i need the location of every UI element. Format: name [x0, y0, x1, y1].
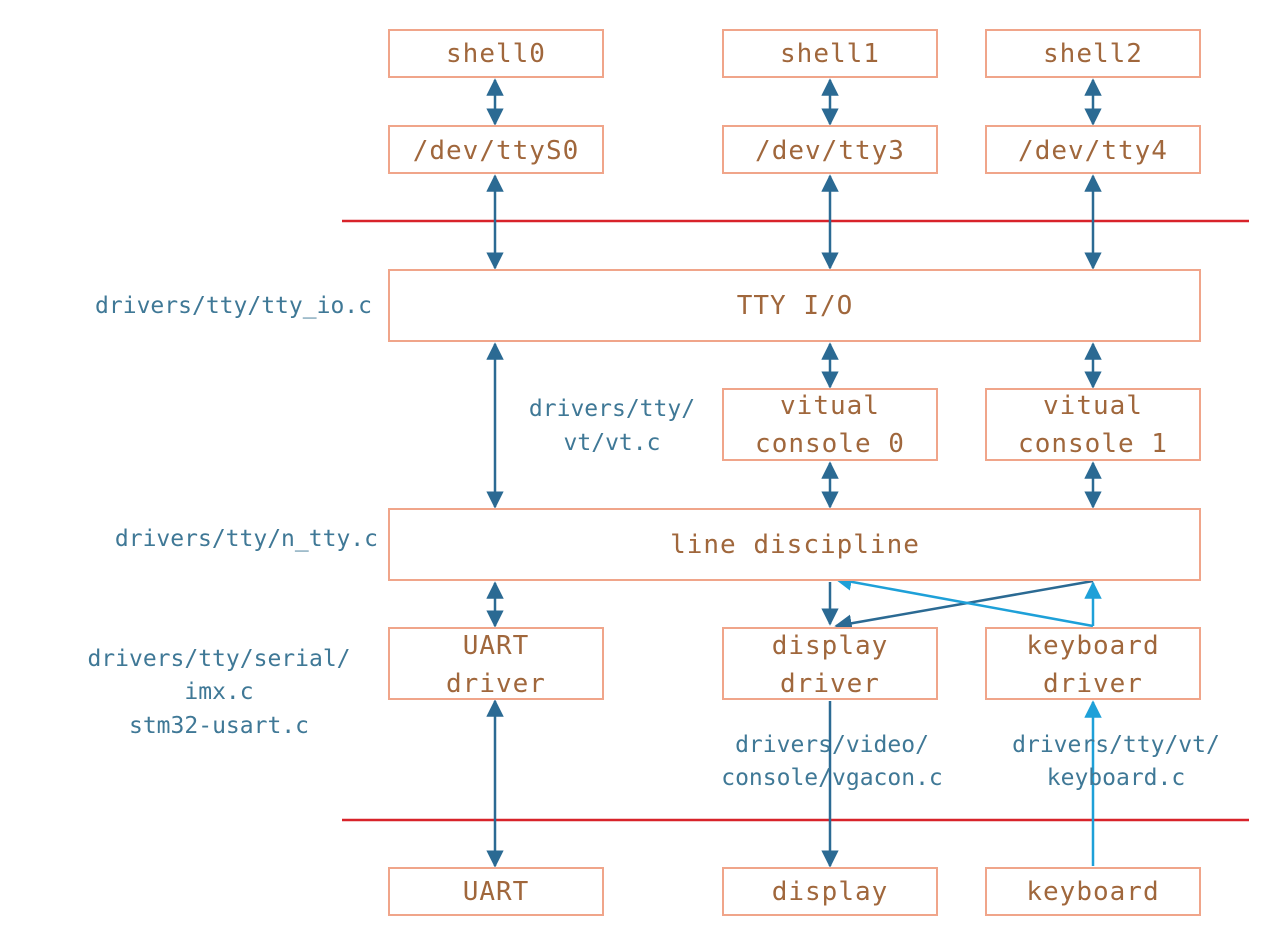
- shell1-box: shell1: [722, 29, 938, 78]
- uart-hardware-box: UART: [388, 867, 604, 916]
- display-hardware-box: display: [722, 867, 938, 916]
- dev-ttyS0-box: /dev/ttyS0: [388, 125, 604, 174]
- serial-label-line2: imx.c: [184, 679, 253, 705]
- keyboard-hardware-box: keyboard: [985, 867, 1201, 916]
- shell1-label: shell1: [780, 39, 880, 69]
- keyboard-c-label-line2: keyboard.c: [1047, 765, 1185, 791]
- tty-io-box: TTY I/O: [388, 269, 1201, 342]
- display-driver-label-line1: display: [772, 631, 889, 661]
- vc1-label-line1: vitual: [1043, 391, 1143, 421]
- arrow-keyboard-to-linedisc-cross: [834, 573, 1094, 628]
- line-discipline-box: line discipline: [388, 508, 1201, 581]
- keyboard-driver-label-line2: driver: [1043, 669, 1143, 699]
- keyboard-c-label-line1: drivers/tty/vt/: [1012, 732, 1220, 758]
- dev-tty4-label: /dev/tty4: [1018, 136, 1168, 166]
- display-hardware-label: display: [772, 877, 889, 907]
- virtual-console-1-box: vitual console 1: [985, 388, 1201, 461]
- uart-driver-label-line2: driver: [446, 669, 546, 699]
- shell0-box: shell0: [388, 29, 604, 78]
- uart-driver-box: UART driver: [388, 627, 604, 700]
- tty-io-label: TTY I/O: [737, 291, 854, 321]
- shell2-box: shell2: [985, 29, 1201, 78]
- serial-label-line3: stm32-usart.c: [129, 713, 309, 739]
- vt-c-label-line1: drivers/tty/: [529, 396, 695, 422]
- keyboard-hardware-label: keyboard: [1026, 877, 1159, 907]
- uart-hardware-label: UART: [463, 877, 530, 907]
- vt-c-label-line2: vt/vt.c: [564, 430, 661, 456]
- display-driver-box: display driver: [722, 627, 938, 700]
- vc0-label-line2: console 0: [755, 429, 905, 459]
- vc1-label-line2: console 1: [1018, 429, 1168, 459]
- tty-io-c-label: drivers/tty/tty_io.c: [95, 293, 372, 319]
- vgacon-label-line1: drivers/video/: [735, 732, 929, 758]
- dev-ttyS0-label: /dev/ttyS0: [413, 136, 580, 166]
- uart-driver-label-line1: UART: [463, 631, 530, 661]
- vc0-label-line1: vitual: [780, 391, 880, 421]
- display-driver-label-line2: driver: [780, 669, 880, 699]
- dev-tty4-box: /dev/tty4: [985, 125, 1201, 174]
- keyboard-driver-box: keyboard driver: [985, 627, 1201, 700]
- serial-label-line1: drivers/tty/serial/: [87, 646, 350, 672]
- line-discipline-label: line discipline: [670, 530, 920, 560]
- virtual-console-0-box: vitual console 0: [722, 388, 938, 461]
- vgacon-label-line2: console/vgacon.c: [721, 765, 943, 791]
- shell2-label: shell2: [1043, 39, 1143, 69]
- shell0-label: shell0: [446, 39, 546, 69]
- dev-tty3-label: /dev/tty3: [755, 136, 905, 166]
- dev-tty3-box: /dev/tty3: [722, 125, 938, 174]
- keyboard-driver-label-line1: keyboard: [1026, 631, 1159, 661]
- n-tty-c-label: drivers/tty/n_tty.c: [115, 526, 378, 552]
